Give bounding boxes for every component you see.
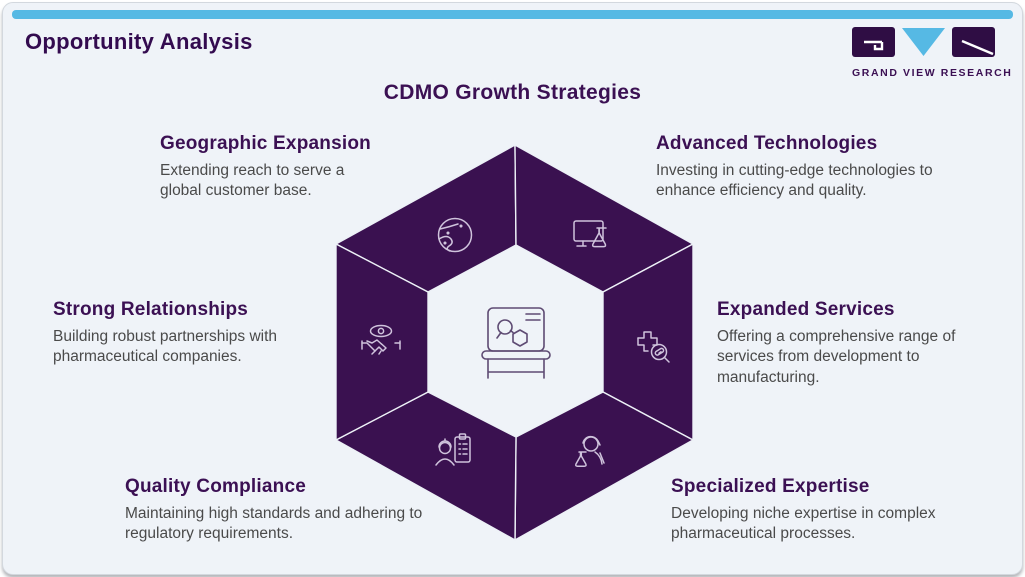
- strategy-description: Building robust partnerships with pharma…: [53, 328, 278, 366]
- handshake-eye-icon: [361, 324, 401, 355]
- strategy-geographic-expansion: Geographic Expansion Extending reach to …: [160, 133, 380, 202]
- monitor-flask-icon: [573, 220, 607, 248]
- page-title: Opportunity Analysis: [25, 29, 253, 54]
- person-checklist-icon: [435, 433, 471, 466]
- strategy-title: Strong Relationships: [53, 299, 249, 320]
- scientist-flask-icon: [574, 435, 605, 467]
- segment-strong-relationships: [335, 243, 429, 441]
- grand-view-research-logo: GRAND VIEW RESEARCH: [852, 27, 1013, 79]
- strategy-strong-relationships: Strong Relationships Building robust par…: [53, 299, 285, 368]
- strategy-title: Quality Compliance: [125, 476, 306, 497]
- strategy-specialized-expertise: Specialized Expertise Developing niche e…: [671, 476, 981, 545]
- strategy-expanded-services: Expanded Services Offering a comprehensi…: [717, 299, 969, 388]
- globe-icon: [437, 217, 473, 253]
- hexagon-diagram: [323, 138, 708, 548]
- strategy-description: Offering a comprehensive range of servic…: [717, 328, 956, 386]
- gvr-logo-icon: [852, 27, 995, 57]
- strategy-description: Developing niche expertise in complex ph…: [671, 505, 936, 543]
- strategy-description: Maintaining high standards and adhering …: [125, 505, 423, 543]
- strategy-title: Specialized Expertise: [671, 476, 870, 497]
- medical-cross-magnifier-icon: [637, 331, 670, 363]
- diagram-title: CDMO Growth Strategies: [383, 81, 642, 104]
- strategy-advanced-technologies: Advanced Technologies Investing in cutti…: [656, 133, 966, 202]
- top-accent-bar: [12, 10, 1013, 19]
- strategy-quality-compliance: Quality Compliance Maintaining high stan…: [125, 476, 425, 545]
- strategy-description: Investing in cutting-edge technologies t…: [656, 162, 933, 200]
- strategy-title: Geographic Expansion: [160, 133, 371, 154]
- strategy-title: Expanded Services: [717, 299, 895, 320]
- logo-wordmark: GRAND VIEW RESEARCH: [852, 67, 1013, 79]
- strategy-title: Advanced Technologies: [656, 133, 878, 154]
- strategy-description: Extending reach to serve a global custom…: [160, 162, 345, 200]
- lab-bench-molecule-icon: [481, 307, 551, 379]
